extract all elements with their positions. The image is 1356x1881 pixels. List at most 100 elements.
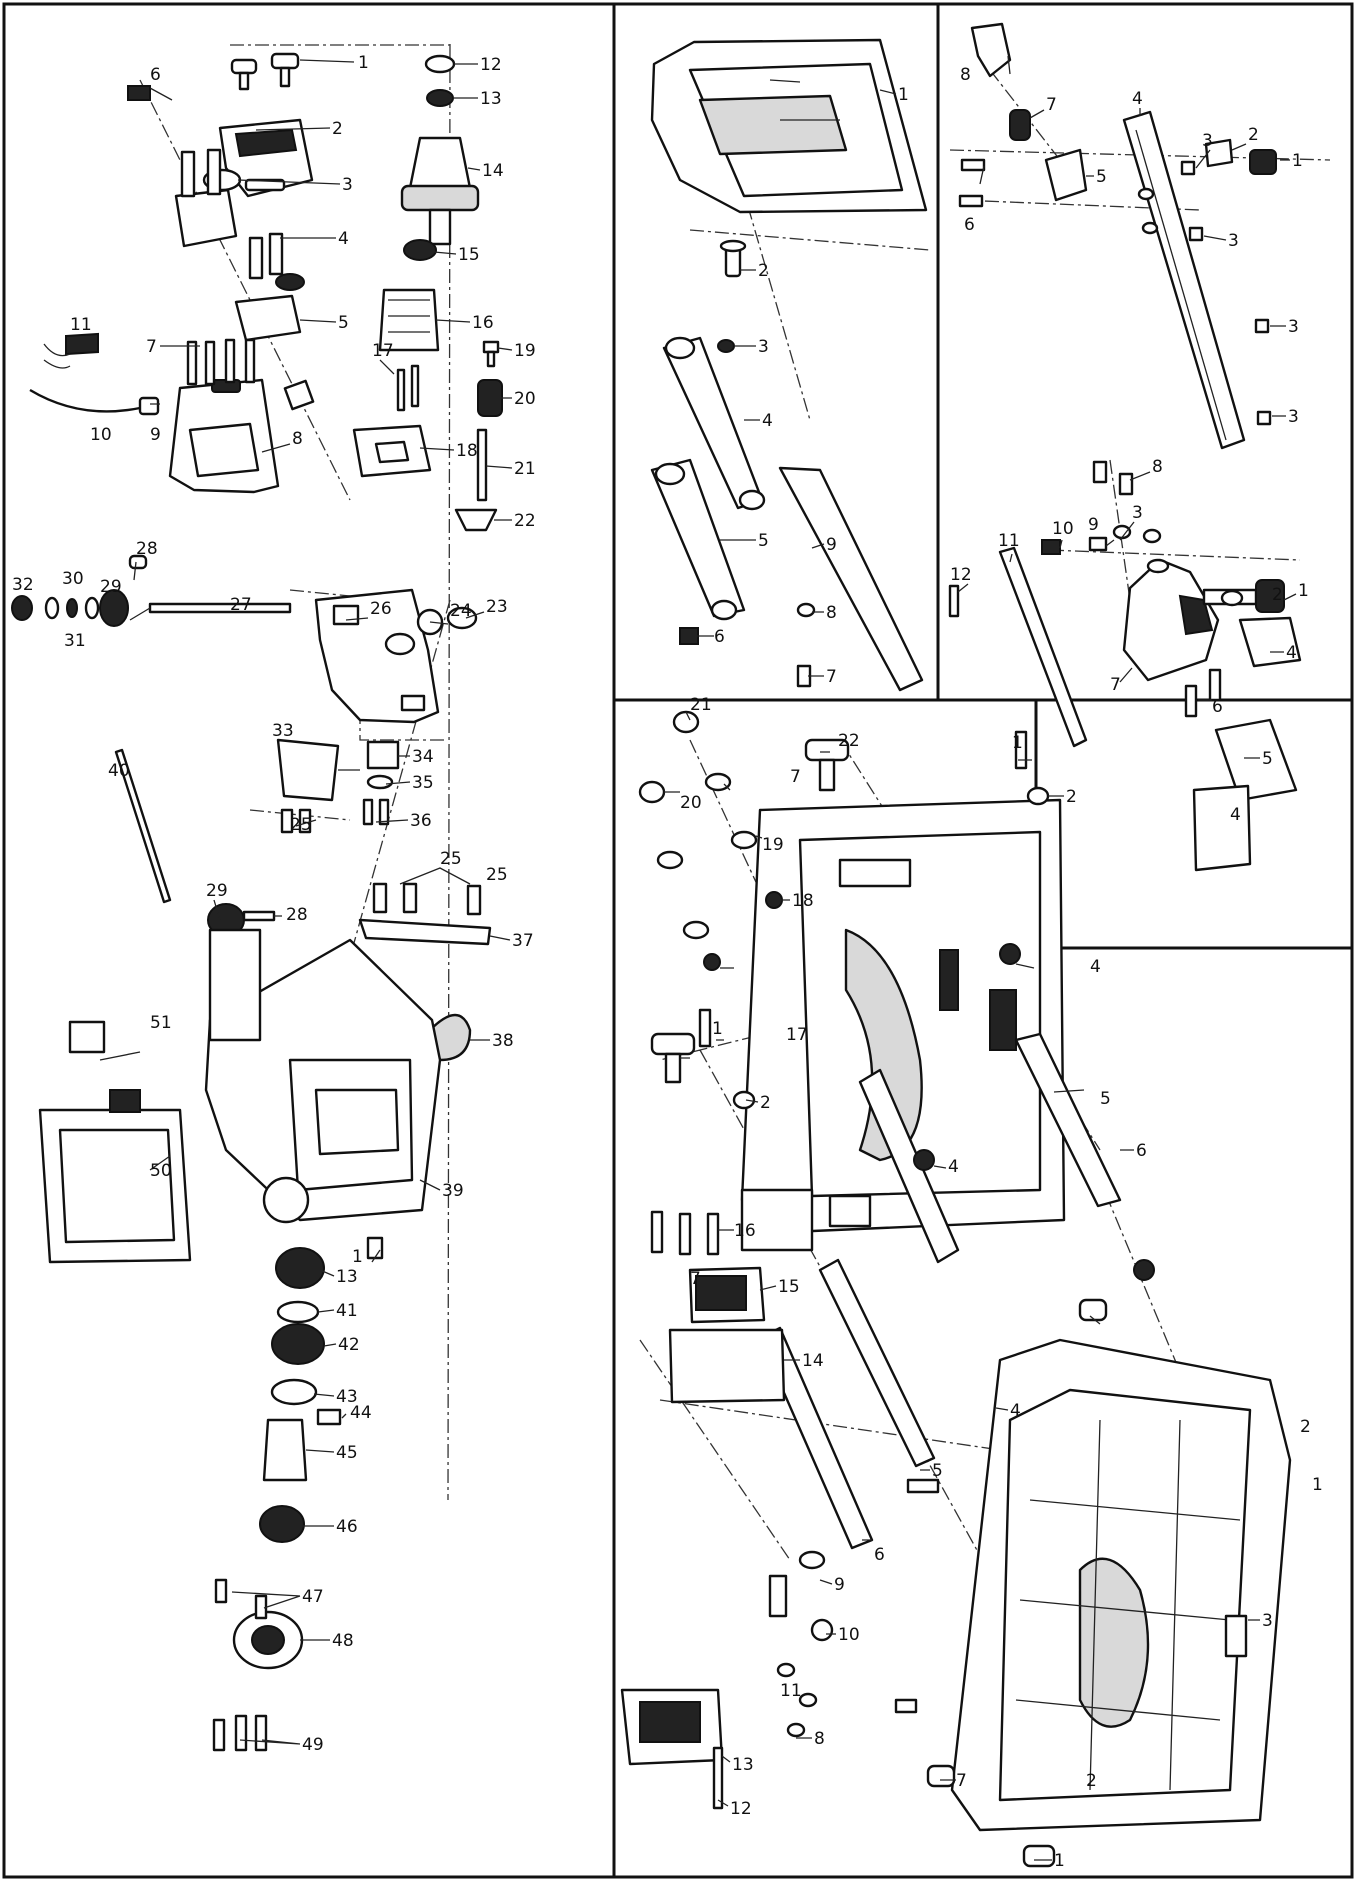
label: 21 <box>690 695 712 715</box>
label: 4 <box>1090 957 1101 977</box>
label: 31 <box>64 631 86 651</box>
label: 34 <box>412 747 434 767</box>
table-base-labels: 1 2 7 21 20 19 18 22 1 2 17 4 5 6 7 4 2 … <box>680 695 1323 1871</box>
label: 5 <box>338 313 349 333</box>
label: 7 <box>826 667 837 687</box>
part-cam-2 <box>1204 138 1234 168</box>
part-screws-6 <box>958 158 986 208</box>
panel-blade-guard: 1 2 3 4 5 6 7 8 9 <box>650 38 931 692</box>
label: 18 <box>792 891 814 911</box>
label: 45 <box>336 1443 358 1463</box>
label: 6 <box>964 215 975 235</box>
part-switch-cover <box>620 1688 724 1810</box>
label: 20 <box>680 793 702 813</box>
label: 25 <box>290 815 312 835</box>
label: 11 <box>780 1681 802 1701</box>
label: 19 <box>514 341 536 361</box>
label: 46 <box>336 1517 358 1537</box>
label: 2 <box>332 119 343 139</box>
label: 2 <box>1248 125 1259 145</box>
part-screws-top <box>230 52 300 91</box>
part-fence-bar-11 <box>998 546 1088 748</box>
label: 1 <box>358 53 369 73</box>
label: 10 <box>1052 519 1074 539</box>
part-lock-knob-1-2 <box>1202 579 1285 613</box>
label: 6 <box>150 65 161 85</box>
part-spring-7 <box>1009 109 1031 141</box>
panel-motor-housing: 1 2 3 4 5 6 7 8 9 10 11 12 13 14 15 16 1… <box>11 43 536 1755</box>
label: 14 <box>482 161 504 181</box>
blade-guard-labels: 1 2 3 4 5 6 7 8 9 <box>714 85 909 687</box>
label: 20 <box>514 389 536 409</box>
part-spring-20 <box>477 379 503 417</box>
part-nut-3 <box>717 339 735 353</box>
label: 8 <box>826 603 837 623</box>
label: 50 <box>150 1161 172 1181</box>
label: 30 <box>62 569 84 589</box>
label: 9 <box>150 425 161 445</box>
label: 13 <box>732 1755 754 1775</box>
label: 2 <box>1300 1417 1311 1437</box>
label: 38 <box>492 1031 514 1051</box>
label: 22 <box>514 511 536 531</box>
label: 28 <box>286 905 308 925</box>
label: 1 <box>1298 581 1309 601</box>
part-block-34 <box>362 740 400 826</box>
part-stator <box>378 288 440 412</box>
label: 10 <box>838 1625 860 1645</box>
label: 9 <box>1088 515 1099 535</box>
label: 28 <box>136 539 158 559</box>
part-rod-40 <box>114 748 172 904</box>
label: 3 <box>1262 1611 1273 1631</box>
part-washers-3 <box>1112 524 1162 544</box>
label: 8 <box>1152 457 1163 477</box>
label: 4 <box>1286 643 1297 663</box>
part-main-housing <box>204 928 442 1224</box>
label: 51 <box>150 1013 172 1033</box>
label: 4 <box>762 411 773 431</box>
label: 29 <box>206 881 228 901</box>
label: 16 <box>734 1221 756 1241</box>
label: 12 <box>480 55 502 75</box>
label: 39 <box>442 1181 464 1201</box>
label: 13 <box>336 1267 358 1287</box>
label: 47 <box>302 1587 324 1607</box>
label: 9 <box>834 1575 845 1595</box>
label: 41 <box>336 1301 358 1321</box>
part-spindle-assembly <box>212 1236 384 1752</box>
label: 35 <box>412 773 434 793</box>
part-pins-6 <box>1184 668 1222 718</box>
label: 16 <box>472 313 494 333</box>
part-wing-nut-22 <box>454 508 498 532</box>
part-hardware <box>638 710 1050 1738</box>
label: 15 <box>778 1277 800 1297</box>
label: 4 <box>948 1157 959 1177</box>
part-miter-head-7 <box>1122 558 1220 682</box>
part-link-arm-5 <box>650 458 746 621</box>
part-brush-holder <box>234 232 305 342</box>
part-lever-8 <box>970 22 1012 78</box>
label: 5 <box>1100 1089 1111 1109</box>
panel-table-base: 1 2 7 21 20 19 18 22 1 2 17 4 5 6 7 4 2 … <box>620 695 1323 1871</box>
label: 17 <box>786 1025 808 1045</box>
part-armature <box>400 54 480 261</box>
label: 33 <box>272 721 294 741</box>
part-slide-bar <box>1192 616 1302 872</box>
label: 5 <box>1262 749 1273 769</box>
label: 6 <box>1136 1141 1147 1161</box>
label: 44 <box>350 1403 372 1423</box>
part-pads-3 <box>1180 160 1272 426</box>
label: 6 <box>1212 697 1223 717</box>
label: 12 <box>730 1799 752 1819</box>
part-rod-21 <box>476 428 488 502</box>
label: 3 <box>342 175 353 195</box>
label: 18 <box>456 441 478 461</box>
label: 25 <box>486 865 508 885</box>
part-table-top <box>740 798 1066 1252</box>
part-power-cord <box>29 332 160 416</box>
label: 25 <box>440 849 462 869</box>
part-cord-clip <box>127 85 151 101</box>
label: 15 <box>458 245 480 265</box>
label: 19 <box>762 835 784 855</box>
label: 3 <box>1228 231 1239 251</box>
